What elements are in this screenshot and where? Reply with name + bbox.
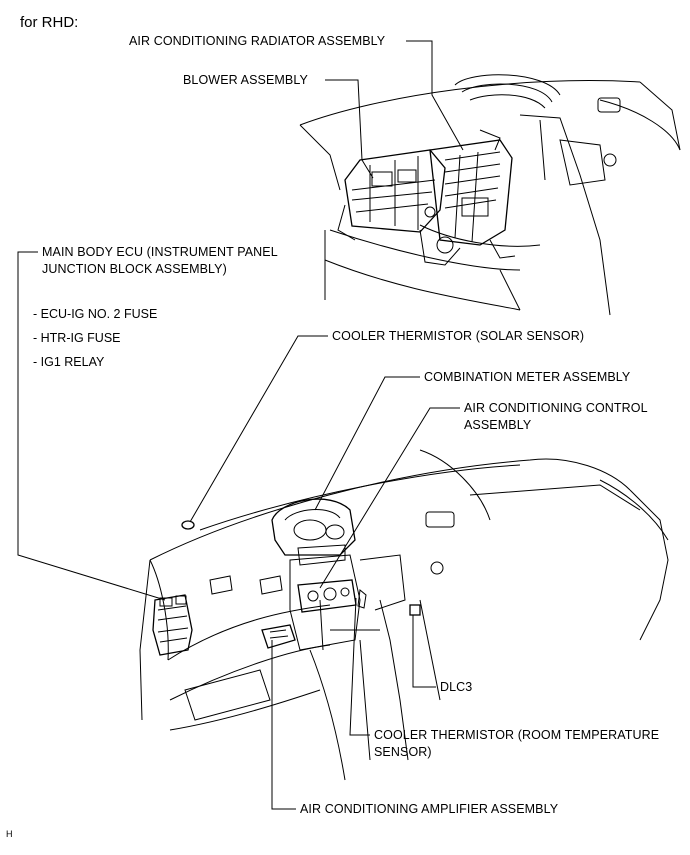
dlc3-connector: [409, 604, 421, 616]
leader-lines: [17, 40, 464, 810]
label-radiator: AIR CONDITIONING RADIATOR ASSEMBLY: [129, 34, 386, 48]
leader-ecu: [17, 251, 166, 601]
leader-amplifier: [271, 640, 296, 810]
leader-radiator: [406, 40, 464, 151]
label-control-line1: AIR CONDITIONING CONTROL: [464, 401, 648, 415]
radiator-unit: [429, 139, 513, 246]
label-room-line2: SENSOR): [374, 745, 432, 759]
upper-dashboard-view: [299, 74, 681, 316]
control-panel: [297, 579, 357, 613]
leader-meter: [314, 376, 420, 511]
label-solar-sensor: COOLER THERMISTOR (SOLAR SENSOR): [332, 329, 585, 343]
ecu-item: - IG1 RELAY: [33, 355, 105, 369]
label-dlc3: DLC3: [440, 680, 473, 694]
label-combination-meter: COMBINATION METER ASSEMBLY: [424, 370, 631, 384]
ecu-item: - HTR-IG FUSE: [33, 331, 121, 345]
label-ecu-line1: MAIN BODY ECU (INSTRUMENT PANEL: [42, 245, 278, 259]
junction-block: [152, 594, 193, 656]
leader-solar: [189, 335, 328, 523]
blower-unit: [344, 149, 446, 233]
lower-dashboard-view: [139, 449, 669, 781]
amplifier: [261, 624, 296, 649]
leader-dlc: [412, 615, 436, 688]
leader-control: [319, 407, 460, 589]
label-ecu-line2: JUNCTION BLOCK ASSEMBLY): [42, 262, 227, 276]
leader-room: [349, 597, 370, 736]
figure-code: H: [6, 829, 13, 839]
ecu-item-list: - ECU-IG NO. 2 FUSE - HTR-IG FUSE - IG1 …: [33, 302, 157, 374]
label-room-line1: COOLER THERMISTOR (ROOM TEMPERATURE: [374, 728, 660, 742]
page-heading: for RHD:: [20, 14, 79, 31]
leader-blower: [325, 79, 374, 179]
label-amplifier: AIR CONDITIONING AMPLIFIER ASSEMBLY: [300, 802, 559, 816]
label-control-line2: ASSEMBLY: [464, 418, 532, 432]
solar-sensor: [181, 520, 195, 530]
ecu-item: - ECU-IG NO. 2 FUSE: [33, 307, 158, 321]
label-blower: BLOWER ASSEMBLY: [183, 73, 308, 87]
